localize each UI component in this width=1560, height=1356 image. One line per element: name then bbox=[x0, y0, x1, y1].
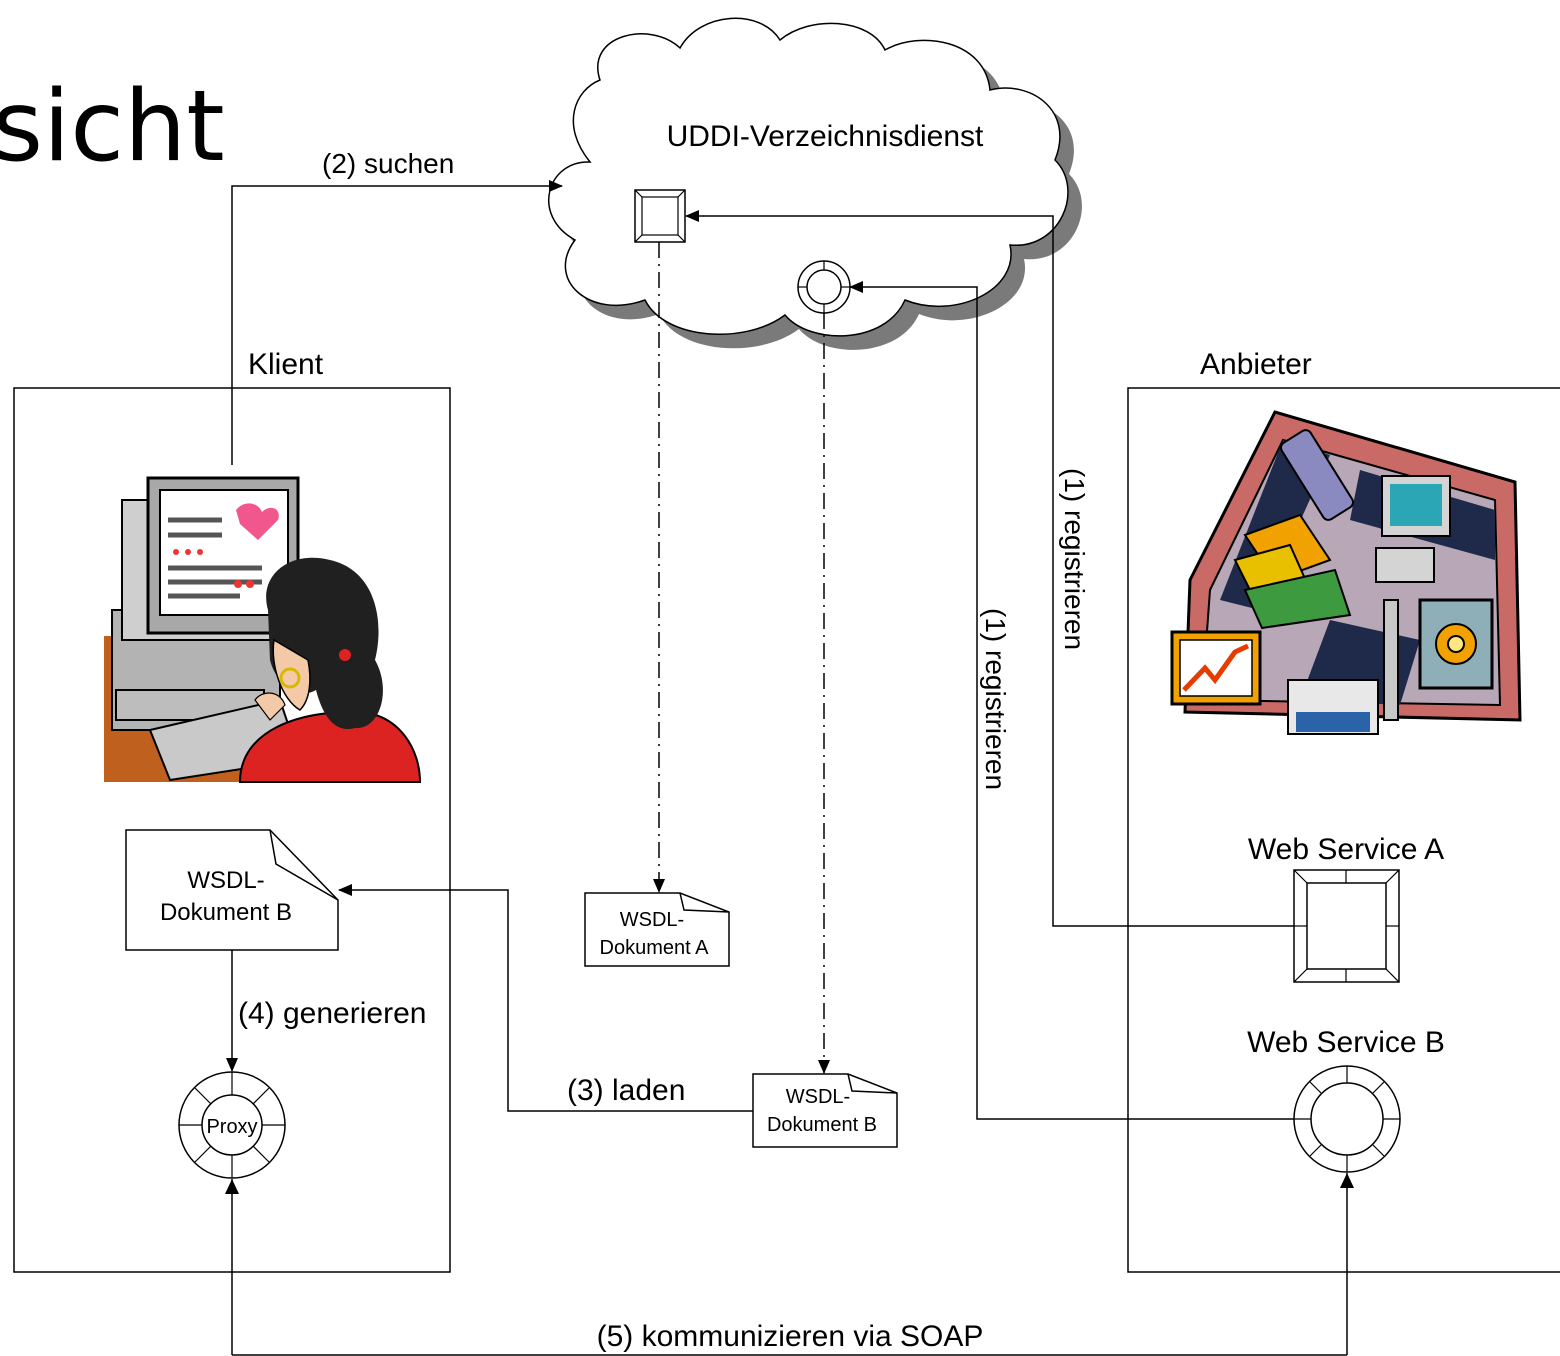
client-wsdl-document: WSDL- Dokument B bbox=[125, 829, 339, 951]
business-services-collage-icon bbox=[1170, 410, 1522, 735]
edge-load bbox=[338, 884, 753, 1112]
registry-square-icon bbox=[634, 189, 686, 243]
woman-at-computer-icon bbox=[104, 476, 422, 783]
service-a-label: Web Service A bbox=[1248, 833, 1444, 866]
slide-title: sicht bbox=[0, 70, 225, 184]
edge-communicate-arrow-right bbox=[1340, 1173, 1354, 1188]
wsdl-b-line1: WSDL- bbox=[786, 1086, 850, 1108]
wsdl-a-line2: Dokument A bbox=[600, 937, 710, 959]
provider-label: Anbieter bbox=[1200, 348, 1312, 381]
edge-register-b-label: (1) registrieren bbox=[980, 608, 1011, 790]
edge-communicate-arrow-left bbox=[225, 1179, 239, 1194]
edge-register-a bbox=[685, 210, 1294, 927]
wsdl-b-line2: Dokument B bbox=[767, 1114, 877, 1136]
client-wsdl-line1: WSDL- bbox=[187, 867, 264, 894]
wsdl-document-b: WSDL- Dokument B bbox=[752, 1073, 898, 1148]
proxy-label: Proxy bbox=[206, 1116, 257, 1138]
edge-search-label: (2) suchen bbox=[322, 148, 454, 179]
edge-register-b bbox=[849, 281, 1294, 1120]
edge-communicate-label: (5) kommunizieren via SOAP bbox=[597, 1320, 984, 1353]
service-b-label: Web Service B bbox=[1247, 1026, 1445, 1059]
wsdl-a-line1: WSDL- bbox=[620, 909, 684, 931]
registry-ring-icon bbox=[797, 260, 851, 314]
provider-box bbox=[1127, 387, 1560, 1273]
wsdl-document-a: WSDL- Dokument A bbox=[584, 892, 730, 967]
edge-search bbox=[231, 180, 563, 465]
cloud-label: UDDI-Verzeichnisdienst bbox=[667, 120, 984, 153]
client-wsdl-line2: Dokument B bbox=[160, 899, 292, 926]
edge-register-a-label: (1) registrieren bbox=[1059, 468, 1090, 650]
proxy-ring-icon: Proxy bbox=[178, 1071, 286, 1179]
client-label: Klient bbox=[248, 348, 324, 381]
uddi-cloud: UDDI-Verzeichnisdienst bbox=[548, 17, 1082, 350]
square-service-icon bbox=[1293, 869, 1400, 983]
edge-generate-label: (4) generieren bbox=[238, 997, 426, 1030]
ring-service-icon bbox=[1293, 1065, 1401, 1173]
edge-load-label: (3) laden bbox=[567, 1074, 685, 1107]
